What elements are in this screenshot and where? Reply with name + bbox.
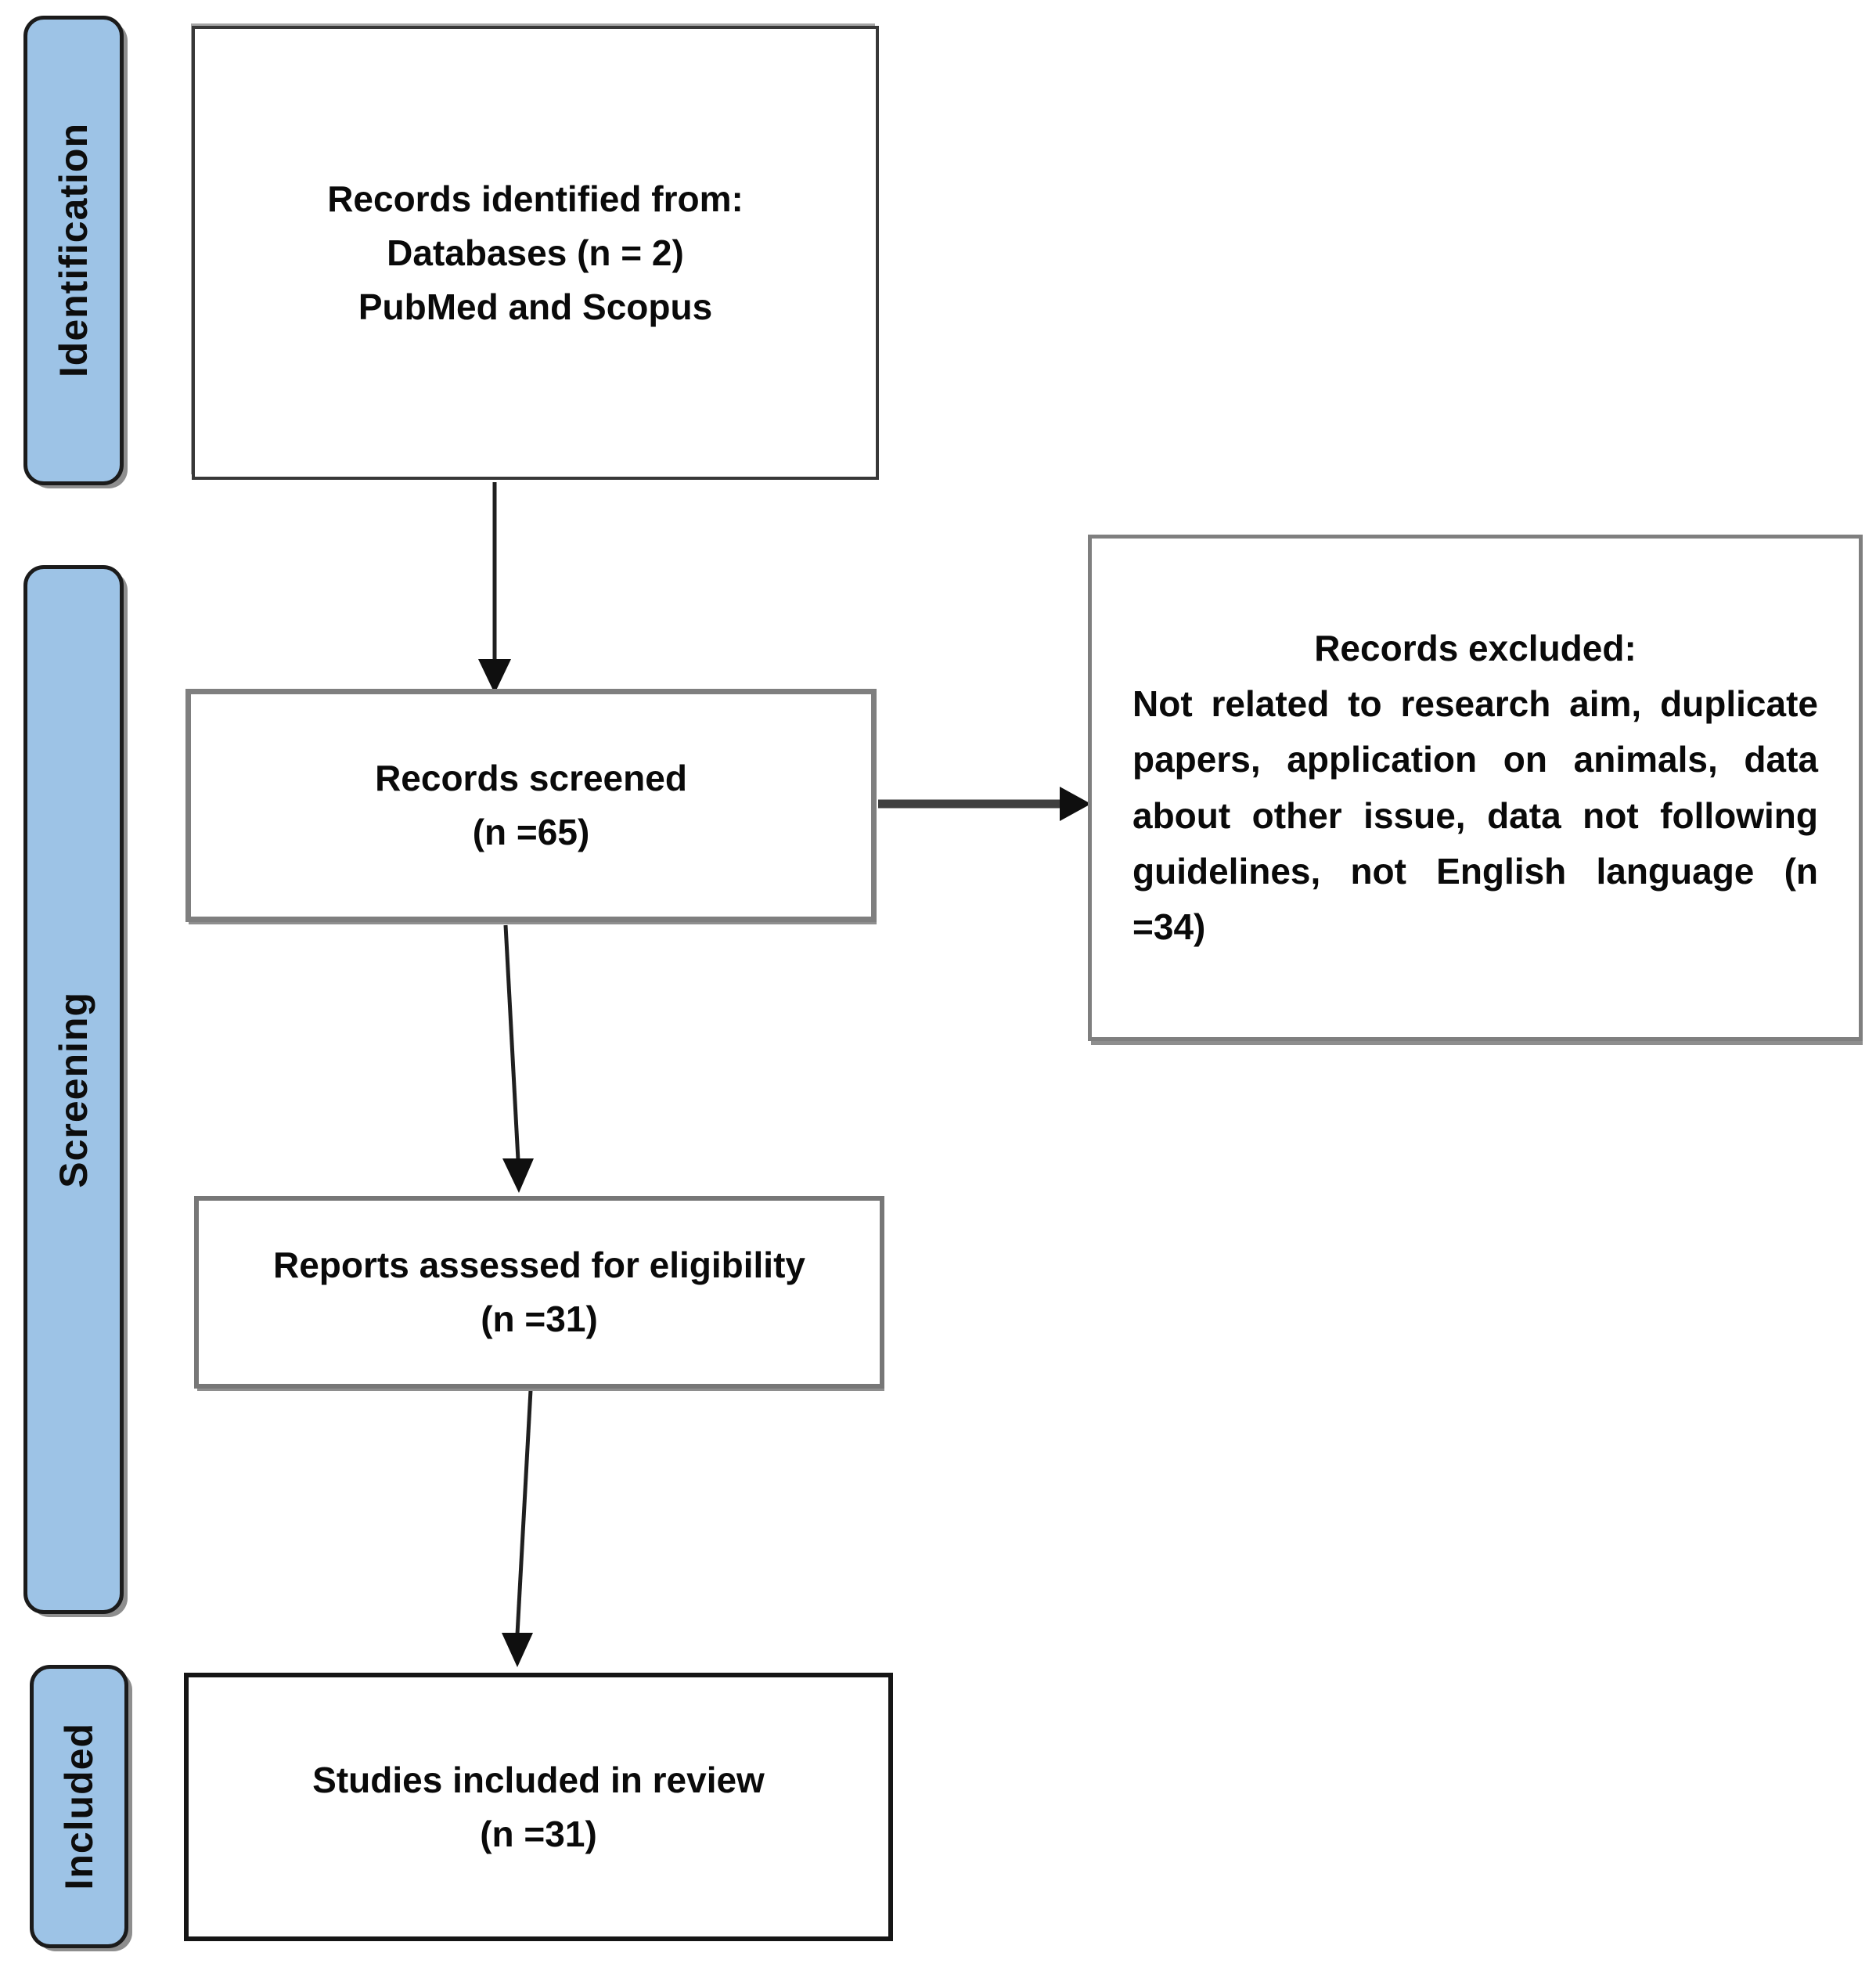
records-excluded-title: Records excluded: <box>1314 627 1637 668</box>
stage-label-included: Included <box>57 1723 101 1890</box>
stage-label-screening: Screening <box>52 991 95 1188</box>
records-excluded-reasons: Not related to research aim, duplicate p… <box>1132 683 1818 948</box>
records-identified-line-1: Records identified from: <box>327 178 744 219</box>
box-reports-assessed: Reports assessed for eligibility (n =31) <box>194 1196 884 1389</box>
records-screened-label: Records screened <box>375 758 687 798</box>
reports-assessed-count: (n =31) <box>481 1299 598 1339</box>
reports-assessed-label: Reports assessed for eligibility <box>272 1245 805 1285</box>
arrowhead-screened-to-excluded-icon <box>1060 787 1091 821</box>
studies-included-label: Studies included in review <box>312 1759 765 1800</box>
stage-bar-identification: Identification <box>23 16 124 485</box>
studies-included-count: (n =31) <box>480 1813 597 1854</box>
records-identified-line-2: Databases (n = 2) <box>387 232 684 273</box>
box-studies-included: Studies included in review (n =31) <box>184 1673 893 1941</box>
arrowhead-assessed-to-included-icon <box>502 1633 533 1667</box>
records-screened-count: (n =65) <box>472 812 590 852</box>
stage-bar-screening: Screening <box>23 565 124 1614</box>
stage-label-identification: Identification <box>52 123 95 378</box>
records-identified-line-3: PubMed and Scopus <box>358 286 713 327</box>
arrowhead-screened-to-assessed-icon <box>502 1158 534 1193</box>
box-records-identified: Records identified from: Databases (n = … <box>192 26 879 480</box>
box-records-excluded: Records excluded: Not related to researc… <box>1088 535 1863 1041</box>
box-records-screened: Records screened (n =65) <box>185 689 877 922</box>
arrow-assessed-to-included <box>515 1389 533 1635</box>
stage-bar-included: Included <box>30 1665 128 1948</box>
arrow-screened-to-assessed <box>503 924 520 1161</box>
